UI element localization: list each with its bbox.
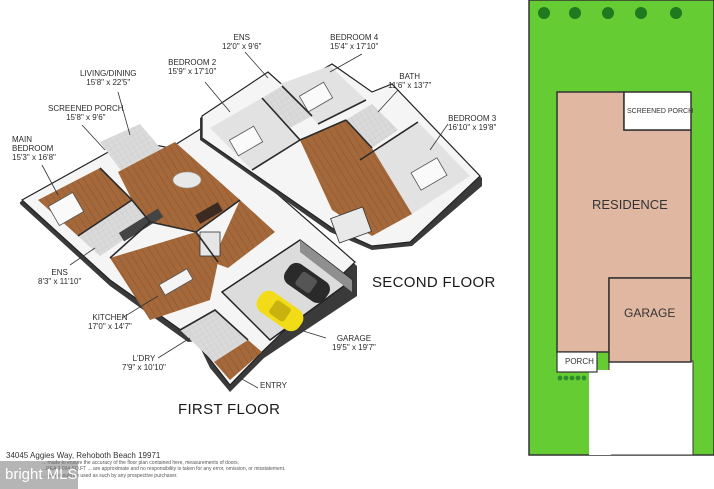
- laundry-floor: [180, 310, 248, 362]
- bath-floor: [346, 104, 398, 148]
- site-plan: [528, 0, 714, 456]
- rug-icon: [172, 171, 202, 189]
- room-dimensions: 15'8" x 22'5": [86, 78, 131, 87]
- first-ens-floor: [78, 200, 150, 256]
- room-label-kitchen: KITCHEN 17'0" x 14'7": [88, 313, 132, 331]
- room-label-living-dining: LIVING/DINING 15'8" x 22'5": [80, 69, 136, 87]
- first-floor-title: FIRST FLOOR: [178, 401, 281, 418]
- room-label-first-ens: ENS 8'3" x 11'10": [38, 268, 81, 286]
- bed-3-icon: [410, 157, 448, 191]
- walkway: [589, 370, 611, 455]
- room-label-garage: GARAGE 19'5" x 19'7": [332, 334, 376, 352]
- room-dimensions: 19'5" x 19'7": [332, 343, 376, 352]
- room-dimensions: 8'3" x 11'10": [38, 277, 82, 286]
- property-address: 34045 Aggies Way, Rehoboth Beach 19971: [6, 451, 161, 460]
- room-name: MAIN BEDROOM: [12, 135, 54, 153]
- room-name: KITCHEN: [92, 313, 128, 322]
- room-dimensions: 15'8" x 9'6": [66, 113, 106, 122]
- bed-4-icon: [298, 81, 334, 113]
- tree-row: [538, 7, 682, 19]
- room-label-screened-porch: SCREENED PORCH 15'8" x 9'6": [48, 104, 124, 122]
- disclaimer-text: ... made to ensure the accuracy of the f…: [42, 460, 285, 479]
- room-label-main-bedroom: MAIN BEDROOM 15'3" x 16'8": [12, 135, 60, 162]
- black-car-icon: [283, 262, 330, 303]
- disclaimer-line: ... made to ensure the accuracy of the f…: [42, 460, 240, 466]
- room-name: GARAGE: [336, 334, 372, 343]
- room-label-bedroom-3: BEDROOM 3 16'10" x 19'8": [448, 114, 496, 132]
- room-name: LIVING/DINING: [80, 69, 137, 78]
- room-dimensions: 7'9" x 10'10": [122, 363, 166, 372]
- room-name: SCREENED PORCH: [48, 104, 124, 113]
- disclaimer-line: ... and should be used as such by any pr…: [42, 472, 178, 479]
- room-dimensions: 15'9" x 17'10": [168, 67, 217, 76]
- entry-floor: [214, 340, 262, 380]
- room-name: BEDROOM 2: [168, 58, 217, 67]
- tree-icon: [602, 7, 614, 19]
- second-ens-floor: [262, 86, 312, 128]
- room-name: ENS: [51, 268, 68, 277]
- stair-second-icon: [330, 206, 372, 244]
- dining-table-icon: [195, 202, 223, 224]
- room-label-second-ens: ENS 12'0" x 9'6": [222, 33, 261, 51]
- room-name: ENTRY: [260, 381, 287, 390]
- label-leader-lines: [41, 51, 449, 389]
- kitchen-island-icon: [158, 268, 194, 296]
- garage-block: [608, 277, 692, 363]
- first-floor-plan: [20, 124, 357, 392]
- site-label-residence: RESIDENCE: [592, 197, 668, 212]
- room-label-bath: BATH 11'6" x 13'7": [388, 72, 431, 90]
- kitchen-counter-icon: [118, 208, 164, 242]
- room-dimensions: 17'0" x 14'7": [88, 322, 132, 331]
- site-label-screened-porch: SCREENED PORCH: [627, 108, 694, 115]
- shrub-row: [557, 375, 587, 381]
- second-floor-title: SECOND FLOOR: [372, 274, 496, 291]
- room-name: BEDROOM 3: [448, 114, 497, 123]
- screened-porch-floor: [100, 124, 162, 172]
- porch-block: [556, 351, 598, 373]
- second-hallway-floor: [300, 120, 412, 236]
- room-name: ENS: [233, 33, 250, 42]
- brightmls-watermark-logo: bright MLS: [0, 461, 78, 489]
- tree-icon: [670, 7, 682, 19]
- room-name: BATH: [399, 72, 421, 81]
- room-label-laundry: L'DRY 7'9" x 10'10": [122, 354, 166, 372]
- driveway: [608, 360, 694, 456]
- room-name: L'DRY: [132, 354, 156, 363]
- bedroom-3-floor: [360, 122, 470, 214]
- stair-first-icon: [199, 231, 221, 257]
- first-floor-interior-walls: [77, 167, 249, 341]
- room-label-bedroom-2: BEDROOM 2 15'9" x 17'10": [168, 58, 216, 76]
- site-label-porch: PORCH: [565, 357, 594, 366]
- room-dimensions: 12'0" x 9'6": [222, 42, 262, 51]
- tree-icon: [538, 7, 550, 19]
- disclaimer-line: ...REA 3,094 SQ.FT ... are approximate a…: [42, 466, 286, 473]
- room-dimensions: 16'10" x 19'8": [448, 123, 497, 132]
- room-dimensions: 15'4" x 17'10": [330, 42, 379, 51]
- site-label-garage: GARAGE: [624, 306, 676, 320]
- hallway-floor: [212, 200, 275, 268]
- main-bed-icon: [47, 191, 85, 227]
- tree-icon: [569, 7, 581, 19]
- room-name: BEDROOM 4: [330, 33, 379, 42]
- room-label-entry: ENTRY: [260, 381, 287, 390]
- room-label-bedroom-4: BEDROOM 4 15'4" x 17'10": [330, 33, 378, 51]
- second-floor-interior-walls: [251, 85, 419, 171]
- garage-wall: [300, 240, 352, 292]
- kitchen-floor: [110, 232, 218, 320]
- tree-icon: [635, 7, 647, 19]
- screened-porch-block: [623, 91, 692, 131]
- room-dimensions: 11'6" x 13'7": [388, 81, 432, 90]
- second-floor-plan: [200, 63, 482, 250]
- yellow-car-icon: [256, 290, 304, 332]
- room-dimensions: 15'3" x 16'8": [12, 153, 56, 162]
- bed-2-icon: [228, 125, 264, 157]
